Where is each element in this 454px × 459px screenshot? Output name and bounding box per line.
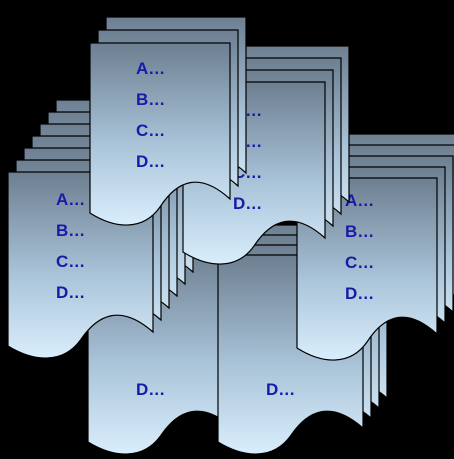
top-center-stack-line-3: C… bbox=[136, 121, 165, 140]
left-stack-text: A… B… C… D… bbox=[56, 190, 85, 302]
top-center-stack-line-1: A… bbox=[136, 59, 165, 78]
top-center-stack-line-2: B… bbox=[136, 90, 165, 109]
left-stack-line-3: C… bbox=[56, 252, 85, 271]
top-center-stack-front-page bbox=[89, 42, 231, 226]
top-center-stack-text: A… B… C… D… bbox=[136, 59, 165, 171]
bottom-center-stack-line-1: D… bbox=[266, 380, 295, 399]
bottom-left-stack-line-1: D… bbox=[136, 380, 165, 399]
left-stack-line-4: D… bbox=[56, 283, 85, 302]
right-stack-line-3: C… bbox=[345, 253, 374, 272]
right-stack-line-2: B… bbox=[345, 222, 374, 241]
left-stack-line-1: A… bbox=[56, 190, 85, 209]
right-stack-line-1: A… bbox=[345, 191, 374, 210]
top-center-stack-line-4: D… bbox=[136, 152, 165, 171]
bottom-center-stack-text: D… bbox=[266, 380, 295, 399]
left-stack-line-2: B… bbox=[56, 221, 85, 240]
right-stack-line-4: D… bbox=[345, 284, 374, 303]
bottom-left-stack-text: D… bbox=[136, 380, 165, 399]
center-stack-line-4: D… bbox=[233, 194, 262, 213]
right-stack-text: A… B… C… D… bbox=[345, 191, 374, 303]
